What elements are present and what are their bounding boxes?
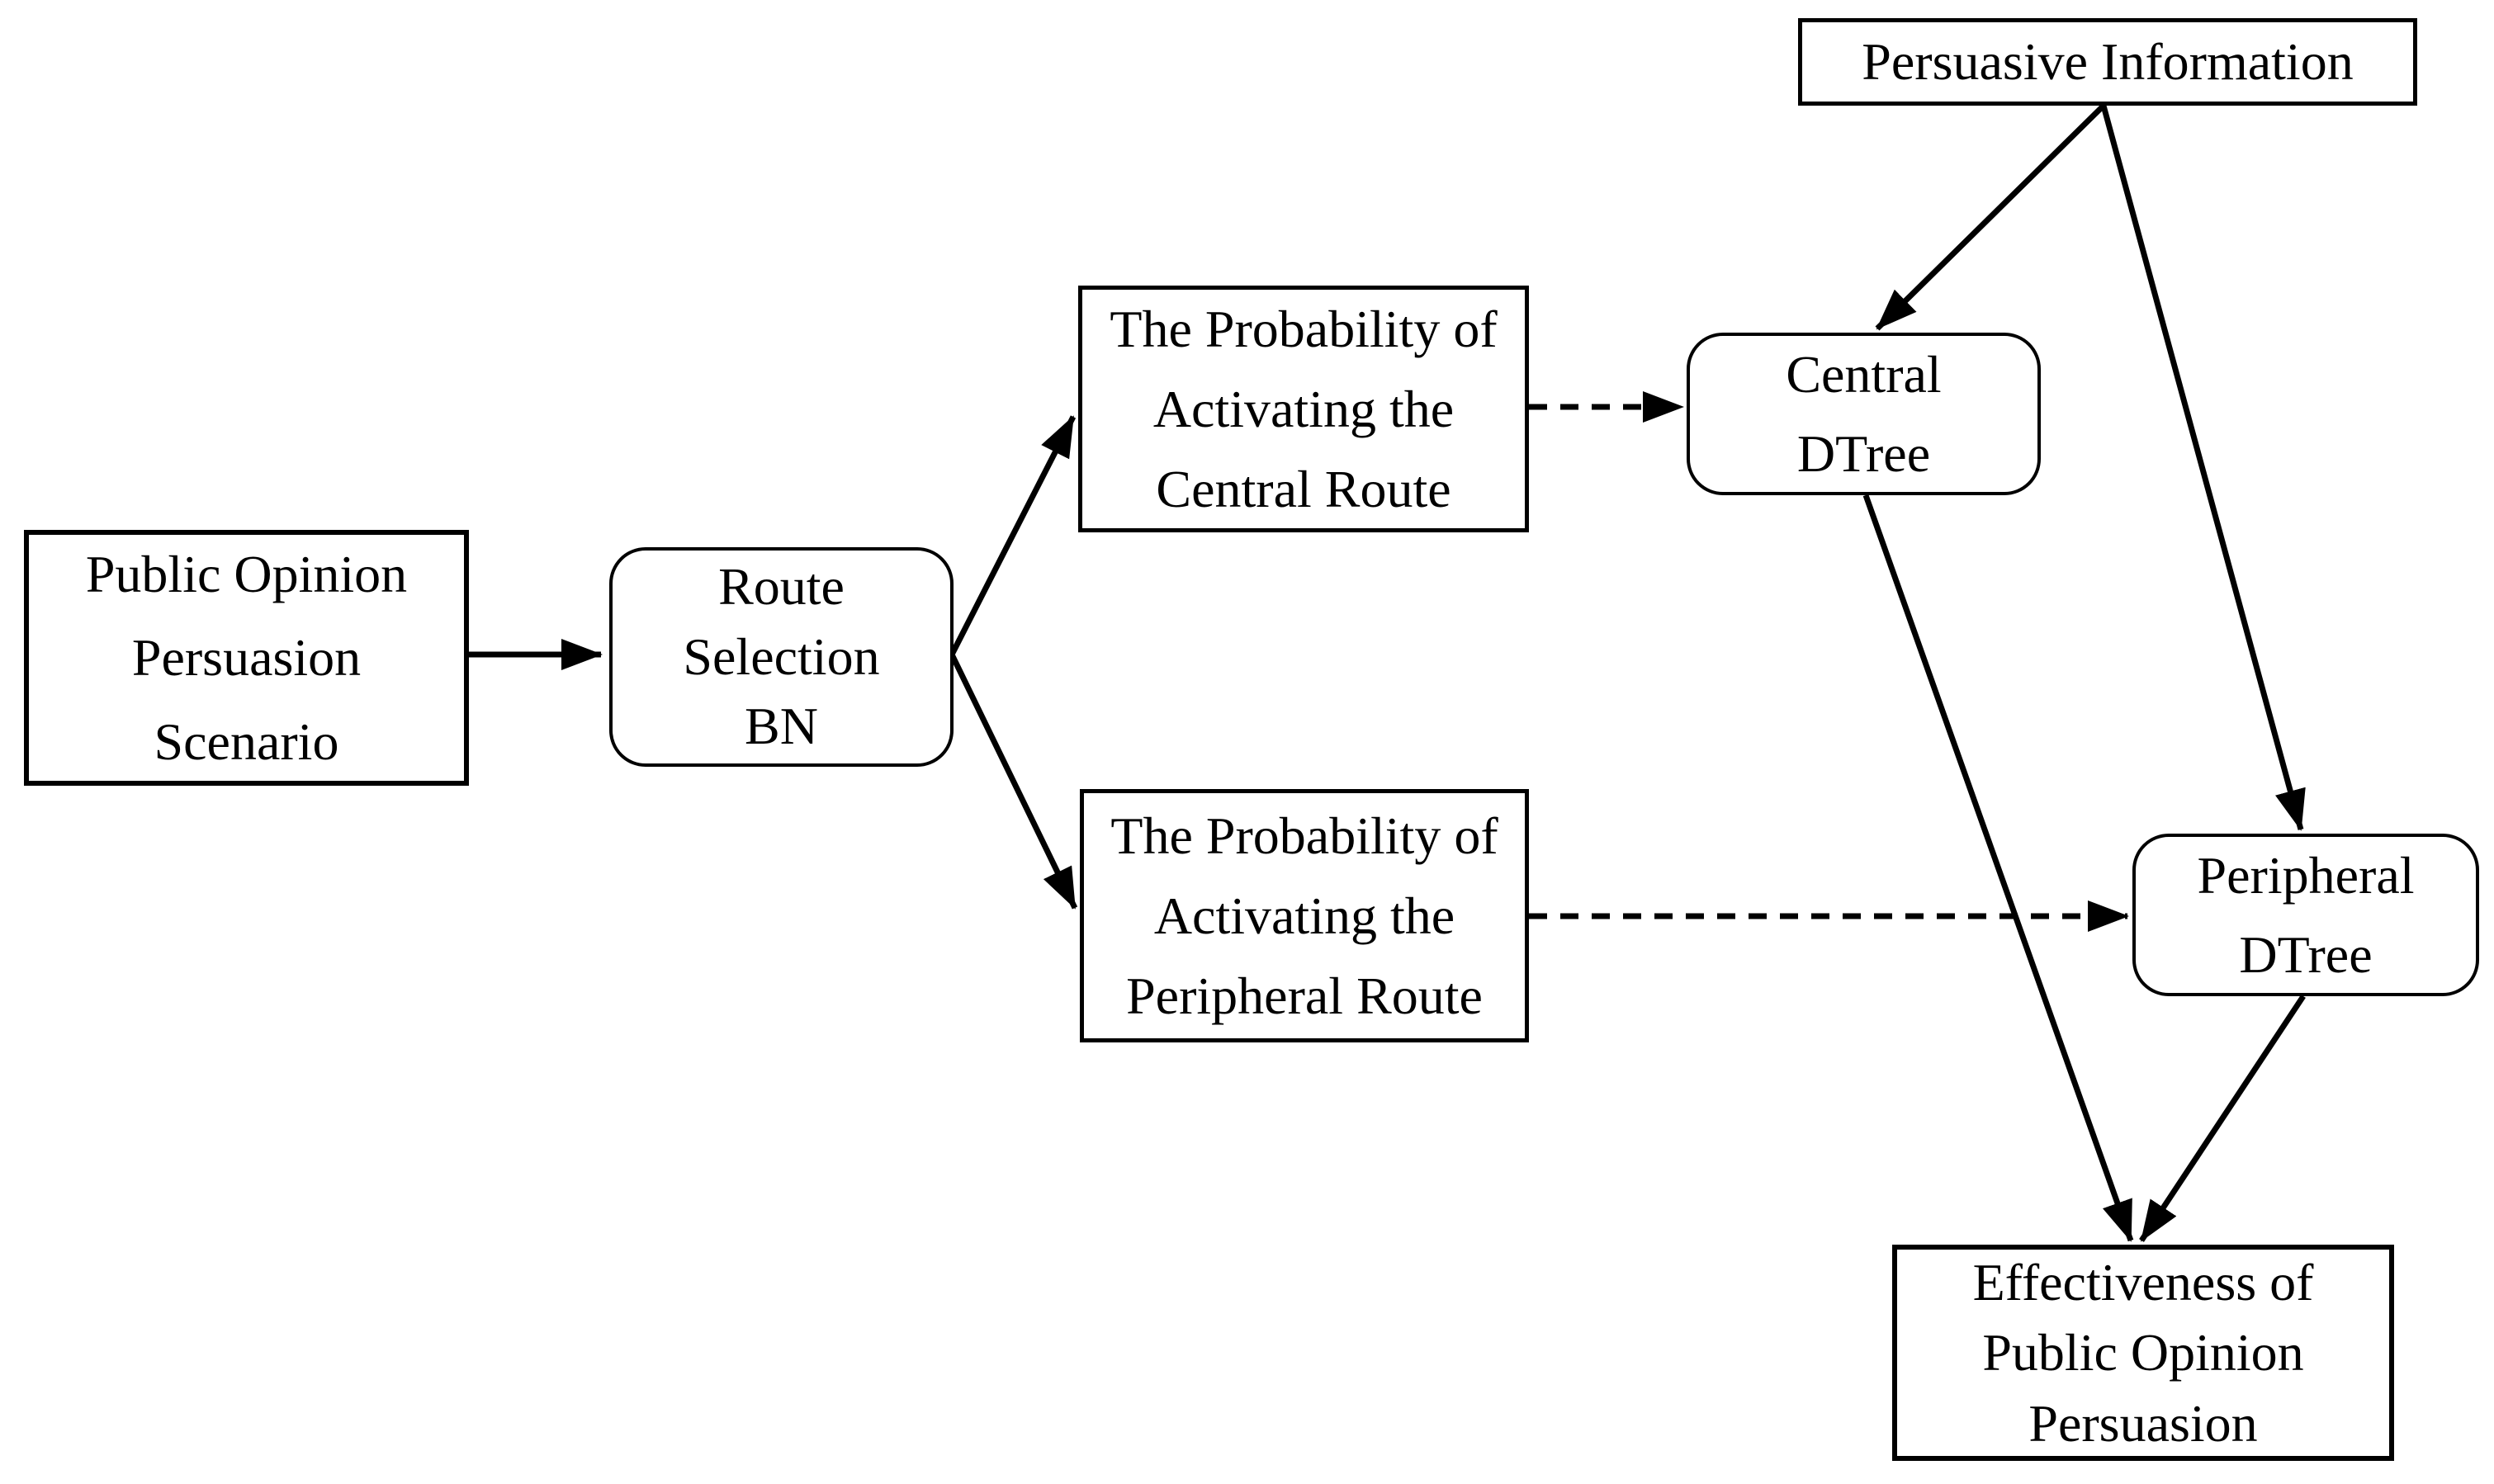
node-route-selection-bn: Route Selection BN xyxy=(609,547,954,767)
edge-route-bn-to-prob-central xyxy=(949,415,1077,656)
node-effectiveness-of-public-opinion-persuasion: Effectiveness of Public Opinion Persuasi… xyxy=(1892,1245,2394,1461)
edge-persuasive-info-to-peripheral-dtree xyxy=(2100,105,2306,831)
node-probability-activating-peripheral-route: The Probability of Activating the Periph… xyxy=(1080,789,1529,1042)
node-peripheral-dtree: Peripheral DTree xyxy=(2132,834,2479,996)
edge-route-bn-to-prob-peripheral xyxy=(949,653,1078,910)
node-persuasive-information: Persuasive Information xyxy=(1798,18,2417,106)
edge-peripheral-dtree-to-effectiveness xyxy=(2139,995,2306,1242)
node-probability-activating-central-route: The Probability of Activating the Centra… xyxy=(1078,286,1529,532)
node-public-opinion-persuasion-scenario: Public Opinion Persuasion Scenario xyxy=(24,530,469,786)
edge-central-dtree-to-effectiveness xyxy=(1862,494,2134,1242)
node-central-dtree: Central DTree xyxy=(1687,333,2041,495)
edge-persuasive-info-to-central-dtree xyxy=(1875,103,2106,331)
